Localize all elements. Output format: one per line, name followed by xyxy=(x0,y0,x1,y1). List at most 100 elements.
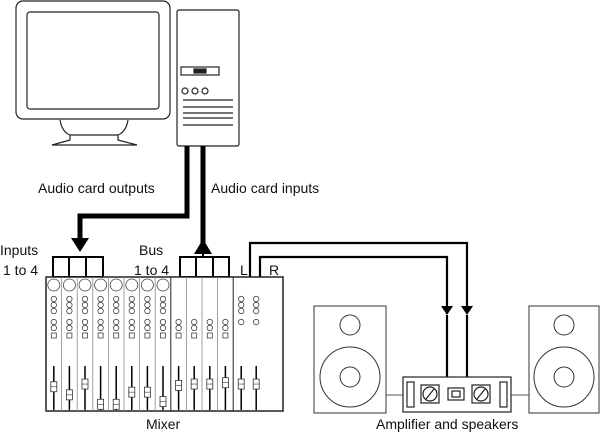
xlr-input-icon xyxy=(63,278,76,292)
knob-icon xyxy=(128,301,135,309)
button-icon xyxy=(97,332,104,339)
knob-icon xyxy=(144,324,151,332)
xlr-input-icon xyxy=(156,278,170,292)
knob-icon xyxy=(144,295,151,303)
knob-icon xyxy=(97,318,104,326)
mixer-label: Mixer xyxy=(146,416,181,432)
knob-icon xyxy=(175,318,182,326)
knob-icon xyxy=(128,318,135,326)
button-icon xyxy=(82,332,88,339)
xlr-input-icon xyxy=(125,278,139,292)
input-arrow-icon xyxy=(194,239,212,254)
knob-icon xyxy=(50,324,57,332)
xlr-input-icon xyxy=(47,278,61,292)
button-icon xyxy=(144,332,151,339)
computer-monitor xyxy=(15,0,171,146)
xlr-input-icon xyxy=(94,278,107,292)
xlr-input-icon xyxy=(78,278,92,292)
knob-icon xyxy=(81,295,89,303)
knob-icon xyxy=(206,324,213,332)
button-icon xyxy=(191,332,198,339)
knob-icon xyxy=(191,318,198,326)
right-channel-label: R xyxy=(269,262,280,278)
knob-icon xyxy=(97,324,104,332)
knob-icon xyxy=(238,301,245,309)
knob-icon xyxy=(97,307,104,315)
bus-range-label: 1 to 4 xyxy=(134,262,170,278)
button-icon xyxy=(175,332,182,339)
audio-card-output-cable xyxy=(77,146,190,240)
knob-icon xyxy=(191,324,198,332)
audio-card-inputs-label: Audio card inputs xyxy=(211,180,320,196)
knob-icon xyxy=(238,295,245,303)
button-icon xyxy=(160,332,166,339)
inputs-range-label: 1 to 4 xyxy=(3,262,39,278)
knob-icon xyxy=(113,324,120,332)
xlr-input-icon xyxy=(140,278,154,292)
computer-tower xyxy=(176,9,240,147)
knob-icon xyxy=(66,295,73,303)
knob-icon xyxy=(253,295,260,303)
knob-icon xyxy=(222,318,229,326)
knob-icon xyxy=(81,301,89,309)
button-icon xyxy=(50,332,57,339)
knob-icon xyxy=(128,307,135,315)
knob-icon xyxy=(66,307,73,315)
knob-icon xyxy=(159,301,167,309)
left-arrow-icon xyxy=(441,306,453,315)
knob-icon xyxy=(66,324,73,332)
button-icon xyxy=(113,332,120,339)
knob-icon xyxy=(128,295,135,303)
knob-icon xyxy=(206,318,213,326)
knob-icon xyxy=(97,301,104,309)
button-icon xyxy=(206,332,213,339)
bus-connector xyxy=(179,254,230,278)
knob-icon xyxy=(81,324,89,332)
knob-icon xyxy=(144,301,151,309)
knob-icon xyxy=(113,307,120,315)
knob-icon xyxy=(159,307,167,315)
knob-icon xyxy=(81,307,89,315)
knob-icon xyxy=(50,295,57,303)
button-icon xyxy=(66,332,73,339)
knob-icon xyxy=(238,307,245,315)
knob-icon xyxy=(97,295,104,303)
knob-icon xyxy=(253,318,260,326)
left-channel-label: L xyxy=(240,262,248,278)
knob-icon xyxy=(81,318,89,326)
knob-icon xyxy=(113,301,120,309)
knob-icon xyxy=(238,318,245,326)
knob-icon xyxy=(50,307,57,315)
knob-icon xyxy=(128,324,135,332)
knob-icon xyxy=(159,318,167,326)
audio-card-outputs-label: Audio card outputs xyxy=(38,180,155,196)
inputs-connector xyxy=(52,256,104,278)
mixer xyxy=(45,276,284,412)
output-arrow-icon xyxy=(71,238,89,252)
amplifier xyxy=(402,376,512,413)
knob-icon xyxy=(113,318,120,326)
knob-icon xyxy=(253,301,260,309)
xlr-input-icon xyxy=(109,278,123,292)
knob-icon xyxy=(175,324,182,332)
right-arrow-icon xyxy=(461,306,473,315)
knob-icon xyxy=(66,301,73,309)
button-icon xyxy=(128,332,135,339)
knob-icon xyxy=(222,324,229,332)
amp-speakers-label: Amplifier and speakers xyxy=(376,416,519,432)
left-speaker xyxy=(313,305,387,414)
knob-icon xyxy=(159,295,167,303)
knob-icon xyxy=(144,307,151,315)
knob-icon xyxy=(144,318,151,326)
inputs-label: Inputs xyxy=(0,242,39,258)
right-speaker xyxy=(528,305,600,414)
knob-icon xyxy=(253,307,260,315)
main-out-cables xyxy=(248,241,469,308)
knob-icon xyxy=(113,295,120,303)
knob-icon xyxy=(50,318,57,326)
button-icon xyxy=(222,332,229,339)
knob-icon xyxy=(159,324,167,332)
knob-icon xyxy=(50,301,57,309)
knob-icon xyxy=(66,318,73,326)
